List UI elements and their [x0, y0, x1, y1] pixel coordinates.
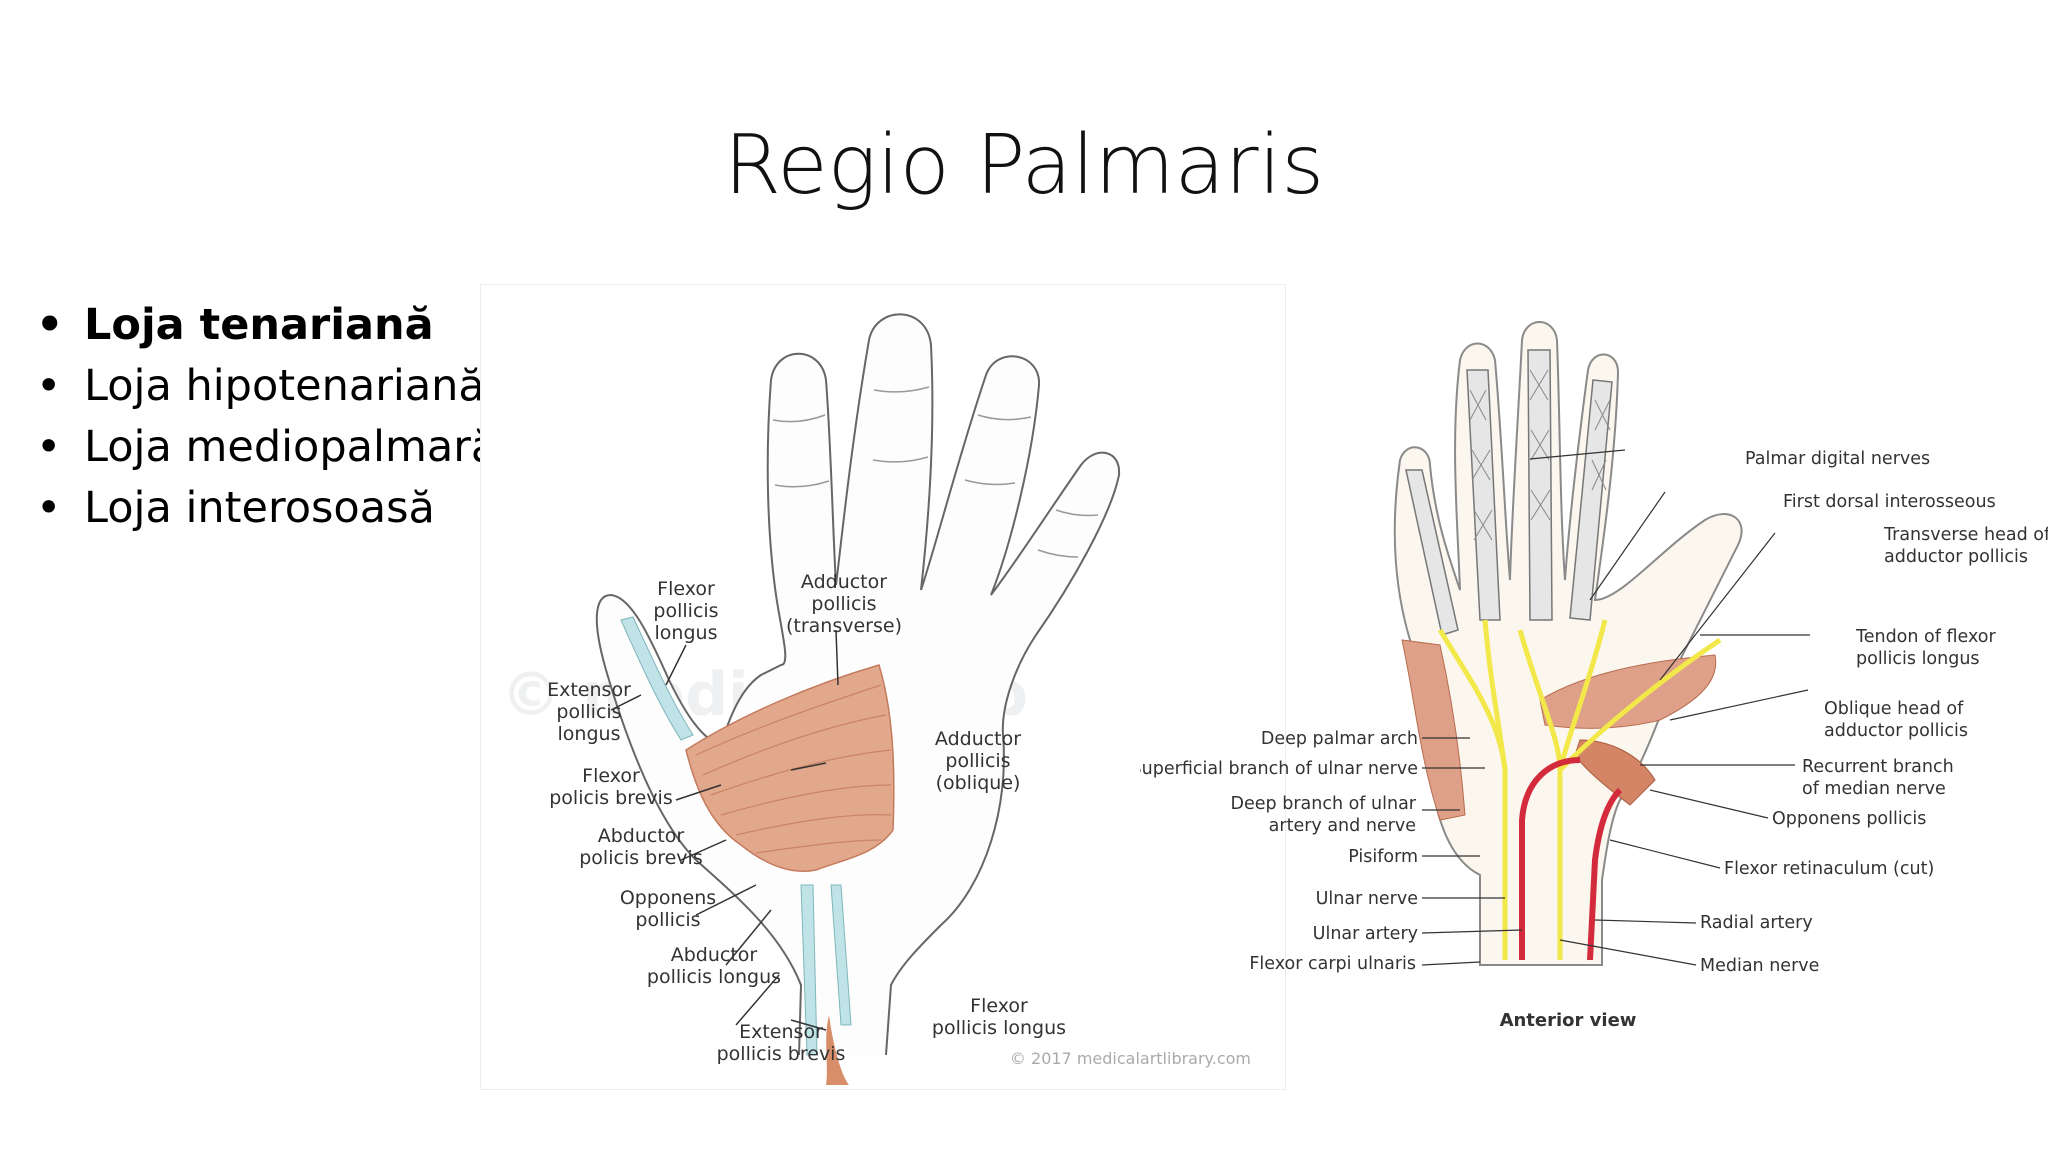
slide-title: Regio Palmaris	[723, 118, 1325, 213]
label-ulnar-nerve: Ulnar nerve	[1316, 889, 1418, 909]
label-deep-palmar-arch: Deep palmar arch	[1261, 729, 1418, 749]
label-palmar-digital-nerves: Palmar digital nerves	[1745, 449, 1930, 469]
hypothenar-muscles	[1401, 639, 1466, 821]
caption-anterior-view: Anterior view	[1500, 1010, 1637, 1031]
sheath-crosses	[1469, 369, 1611, 541]
palm-anterior-figure: Palmar digital nerves First dorsal inter…	[1131, 300, 2048, 1080]
bullet-loja-mediopalmara: Loja mediopalmară	[36, 417, 497, 478]
bullet-loja-hipotenariana: Loja hipotenariană	[36, 356, 497, 417]
bullet-list: Loja tenariană Loja hipotenariană Loja m…	[36, 295, 497, 539]
label-radial-artery: Radial artery	[1700, 913, 1813, 933]
leader-lines-right	[1421, 449, 1810, 966]
label-median-nerve: Median nerve	[1700, 956, 1819, 976]
label-first-dorsal-interosseous: First dorsal interosseous	[1783, 492, 1996, 512]
thenar-muscles-drawing: © medicalartlib	[501, 313, 1251, 1085]
fpl-tendon-end	[826, 1015, 849, 1085]
label-ulnar-artery: Ulnar artery	[1313, 924, 1418, 944]
opponens-pollicis	[1574, 739, 1656, 806]
thenar-muscles-figure: © medicalartlib	[480, 284, 1286, 1090]
label-flexor-retinaculum: Flexor retinaculum (cut)	[1724, 859, 1934, 879]
finger-creases	[772, 386, 1099, 558]
bullet-loja-interosoasa: Loja interosoasă	[36, 478, 497, 539]
extensor-tendon	[620, 616, 694, 741]
bullet-loja-tenariana: Loja tenariană	[36, 295, 497, 356]
thenar-muscle-mass	[685, 664, 895, 872]
label-flexor-carpi-ulnaris: Flexor carpi ulnaris	[1249, 954, 1416, 974]
label-superficial-ulnar-nerve: Superficial branch of ulnar nerve	[1140, 759, 1418, 779]
wrist-tendon-b	[830, 884, 852, 1026]
palm-anterior-drawing: Palmar digital nerves First dorsal inter…	[1131, 321, 2048, 1031]
muscle-fibers	[695, 684, 892, 854]
arteries	[1519, 757, 1623, 961]
label-pisiform: Pisiform	[1348, 847, 1418, 867]
finger-sheaths	[1405, 349, 1613, 636]
leader-lines-left	[610, 629, 839, 1031]
labels-right: Palmar digital nerves First dorsal inter…	[1131, 449, 2048, 976]
label-opponens-pollicis-right: Opponens pollicis	[1772, 809, 1926, 829]
copyright-text: © 2017 medicalartlibrary.com	[1010, 1049, 1251, 1068]
wrist-tendon-a	[800, 884, 818, 1056]
